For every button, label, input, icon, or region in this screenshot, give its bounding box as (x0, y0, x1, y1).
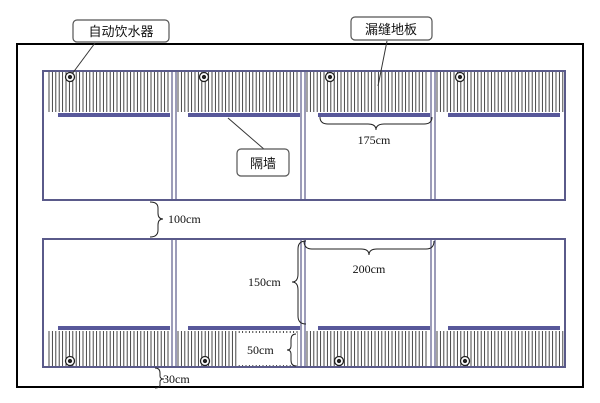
partition-label: 隔墙 (250, 157, 276, 172)
slatted-floor-bottom (306, 331, 427, 366)
callout-drinker: 自动饮水器 (71, 19, 170, 75)
slatted-floor-top (306, 72, 427, 112)
pen-width-label: 200cm (353, 262, 386, 276)
pen-dividers (171, 71, 436, 367)
slatted-floor-top (48, 72, 169, 112)
drinker-icon (198, 71, 210, 83)
drinker-icon (459, 355, 471, 367)
pen-depth-label: 150cm (248, 275, 281, 289)
slatted-floor-bottom (48, 331, 169, 366)
drinker-label: 自动饮水器 (88, 25, 153, 40)
slatted-floor-label: 漏缝地板 (365, 22, 417, 38)
outer-gap-label: 30cm (163, 372, 190, 386)
drinker-icon (324, 71, 336, 83)
pen-row-bottom (42, 238, 566, 368)
slatted-floor-areas (48, 72, 564, 366)
drinker-icon (333, 355, 345, 367)
drinker-icon (454, 71, 466, 83)
slatted-floor-bottom (436, 331, 564, 366)
aisle-width-label: 100cm (168, 212, 201, 226)
dimension-pen-width (303, 240, 435, 256)
drinker-icon (64, 355, 76, 367)
slatted-floor-top (177, 72, 298, 112)
drinker-icon (64, 71, 76, 83)
dimension-outer-gap (154, 367, 165, 389)
automatic-drinkers (64, 71, 471, 367)
pen-row-top (42, 70, 566, 201)
slatted-floor-top (436, 72, 564, 112)
dimension-aisle-width (149, 201, 164, 238)
outer-building-frame (16, 43, 584, 388)
slat-width-label: 175cm (358, 133, 391, 147)
callout-partition: 隔墙 (227, 117, 290, 177)
dimension-slat-width (319, 116, 433, 131)
dimension-pen-depth (291, 240, 307, 325)
partition-walls (58, 113, 560, 330)
callout-slatted-floor: 漏缝地板 (350, 16, 433, 87)
drinker-icon (199, 355, 211, 367)
slat-depth-label: 50cm (247, 343, 274, 357)
dimension-slat-depth (237, 333, 297, 367)
